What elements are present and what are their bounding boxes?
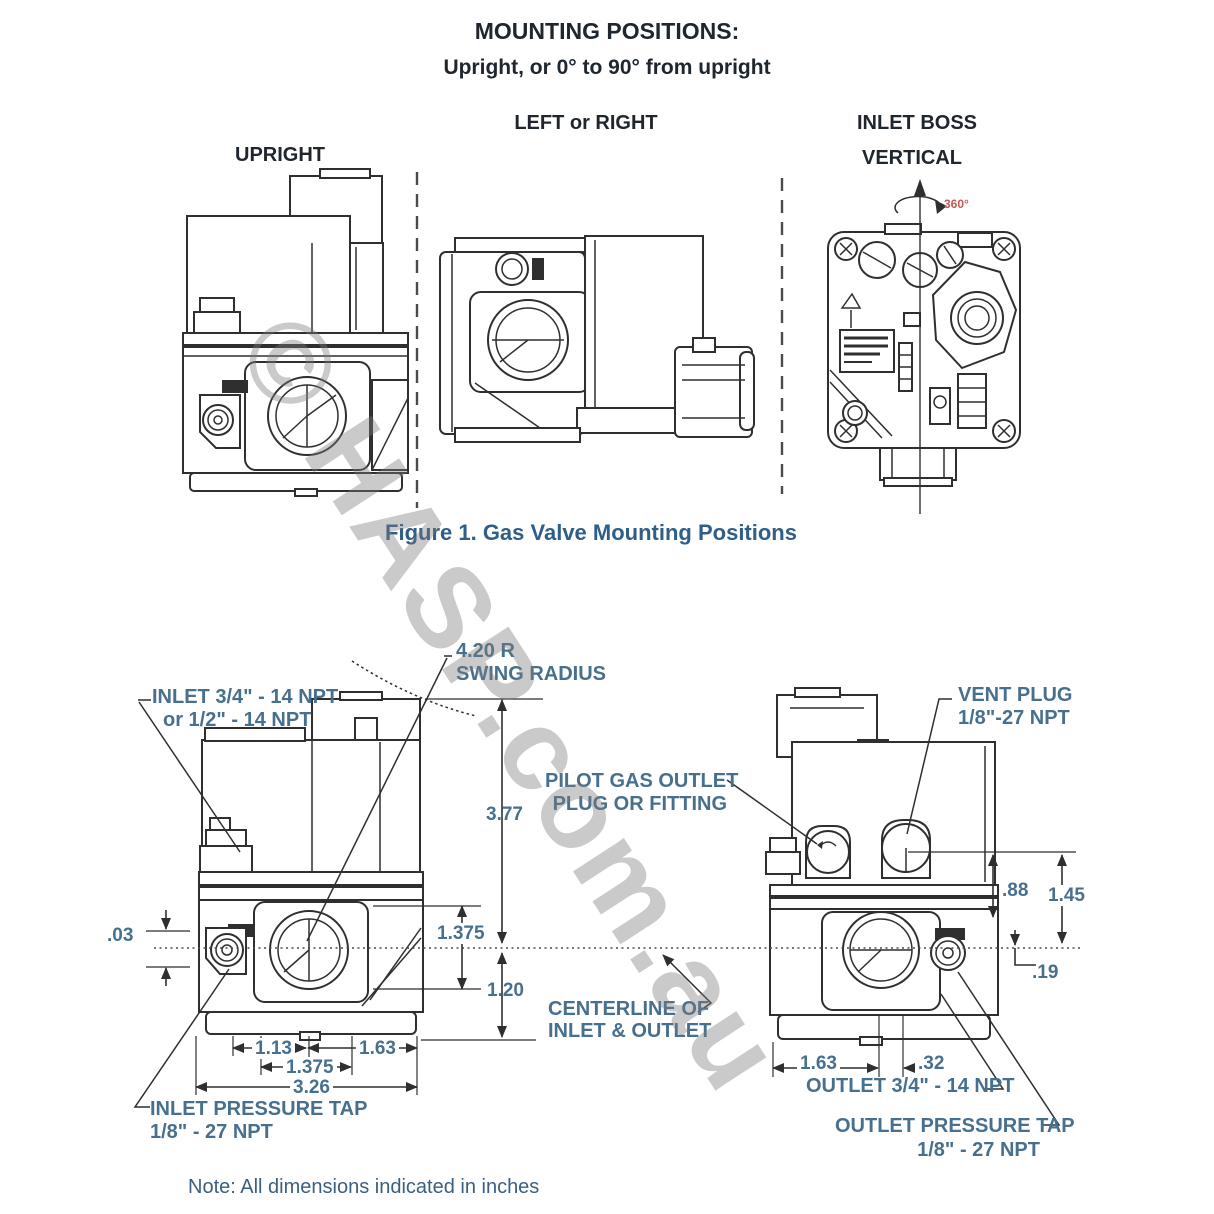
dim-019-label: .19 [1032, 962, 1059, 983]
dim-145-label: 1.45 [1045, 885, 1088, 906]
swing-radius-label-line2: SWING RADIUS [456, 663, 606, 685]
front-view-valve-drawing [198, 691, 424, 1041]
left-right-view-label: LEFT or RIGHT [514, 112, 658, 134]
dim-113-label: 1.13 [252, 1038, 295, 1059]
centerline-label-line2: INLET & OUTLET [548, 1020, 712, 1042]
side-view-valve-drawing [765, 687, 999, 1046]
inlet-label-line1: INLET 3/4" - 14 NPT [152, 686, 339, 708]
figure-caption: Figure 1. Gas Valve Mounting Positions [385, 520, 797, 545]
page-subtitle: Upright, or 0° to 90° from upright [443, 56, 771, 79]
pilot-gas-outlet-label-line2: PLUG OR FITTING [552, 793, 727, 815]
inlet-boss-vertical-drawing [827, 179, 1021, 514]
centerline-label-line1: CENTERLINE OF [548, 998, 710, 1020]
leader-lines [133, 655, 1061, 1126]
page-title: MOUNTING POSITIONS: [474, 18, 740, 44]
dim-088-label: .88 [1002, 880, 1029, 901]
inlet-label-line2: or 1/2" - 14 NPT [163, 709, 312, 731]
dim-032-label: .32 [915, 1053, 948, 1074]
inlet-pressure-tap-label-line2: 1/8" - 27 NPT [150, 1121, 273, 1143]
dim-1375-vertical-label: 1.375 [434, 923, 488, 944]
outlet-pressure-tap-label-line1: OUTLET PRESSURE TAP [835, 1115, 1075, 1137]
dim-1375-horizontal-label: 1.375 [283, 1057, 337, 1078]
outlet-label: OUTLET 3/4" - 14 NPT [806, 1075, 1015, 1097]
view-separators [415, 172, 784, 508]
upright-valve-drawing [182, 168, 409, 497]
inlet-boss-view-label-line2: VERTICAL [862, 147, 962, 169]
rotation-360-label: 360° [944, 197, 969, 211]
dim-377-label: 3.77 [486, 804, 523, 825]
dim-120-label: 1.20 [487, 980, 524, 1001]
dim-163-left-label: 1.63 [356, 1038, 399, 1059]
pilot-gas-outlet-label-line1: PILOT GAS OUTLET [545, 770, 739, 792]
outlet-pressure-tap-label-line2: 1/8" - 27 NPT [917, 1139, 1040, 1161]
vent-plug-label-line2: 1/8"-27 NPT [958, 707, 1070, 729]
dim-326-label: 3.26 [290, 1077, 333, 1098]
dim-003-label: .03 [107, 925, 134, 946]
inlet-pressure-tap-label-line1: INLET PRESSURE TAP [150, 1098, 368, 1120]
upright-view-label: UPRIGHT [235, 144, 325, 166]
swing-radius-label-line1: 4.20 R [456, 640, 515, 662]
dim-163-right-label: 1.63 [797, 1053, 840, 1074]
left-right-valve-drawing [439, 235, 755, 443]
inlet-boss-view-label-line1: INLET BOSS [856, 112, 977, 134]
dimensions-note: Note: All dimensions indicated in inches [188, 1176, 540, 1198]
vent-plug-label-line1: VENT PLUG [958, 684, 1073, 706]
